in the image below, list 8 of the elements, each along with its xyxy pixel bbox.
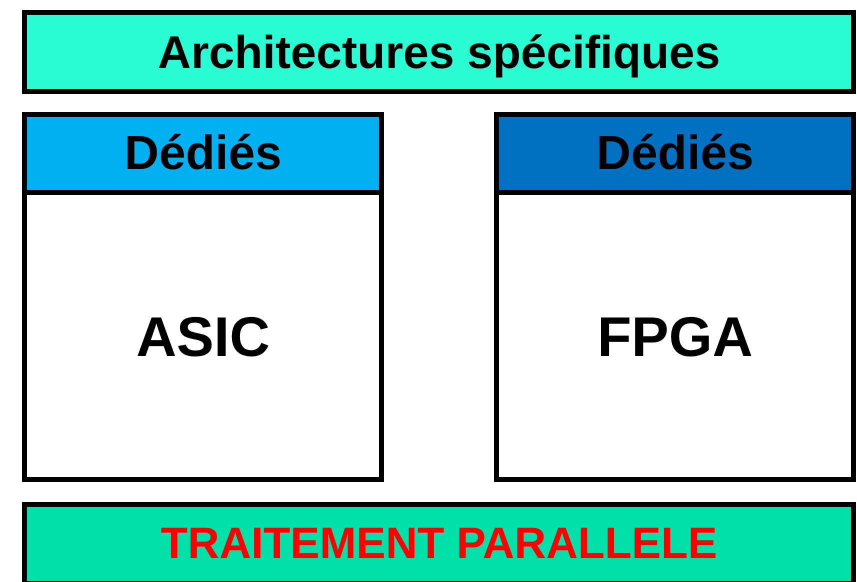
box-label: ASIC: [136, 304, 270, 368]
card-background: [494, 112, 856, 482]
header-bar: Dédiés: [27, 117, 379, 195]
title-banner: Architectures spécifiques: [22, 10, 856, 94]
header-bar: Dédiés: [499, 117, 851, 195]
footer-banner: TRAITEMENT PARALLELE: [22, 502, 856, 582]
card-background: [22, 112, 384, 482]
box-label: FPGA: [597, 304, 753, 368]
